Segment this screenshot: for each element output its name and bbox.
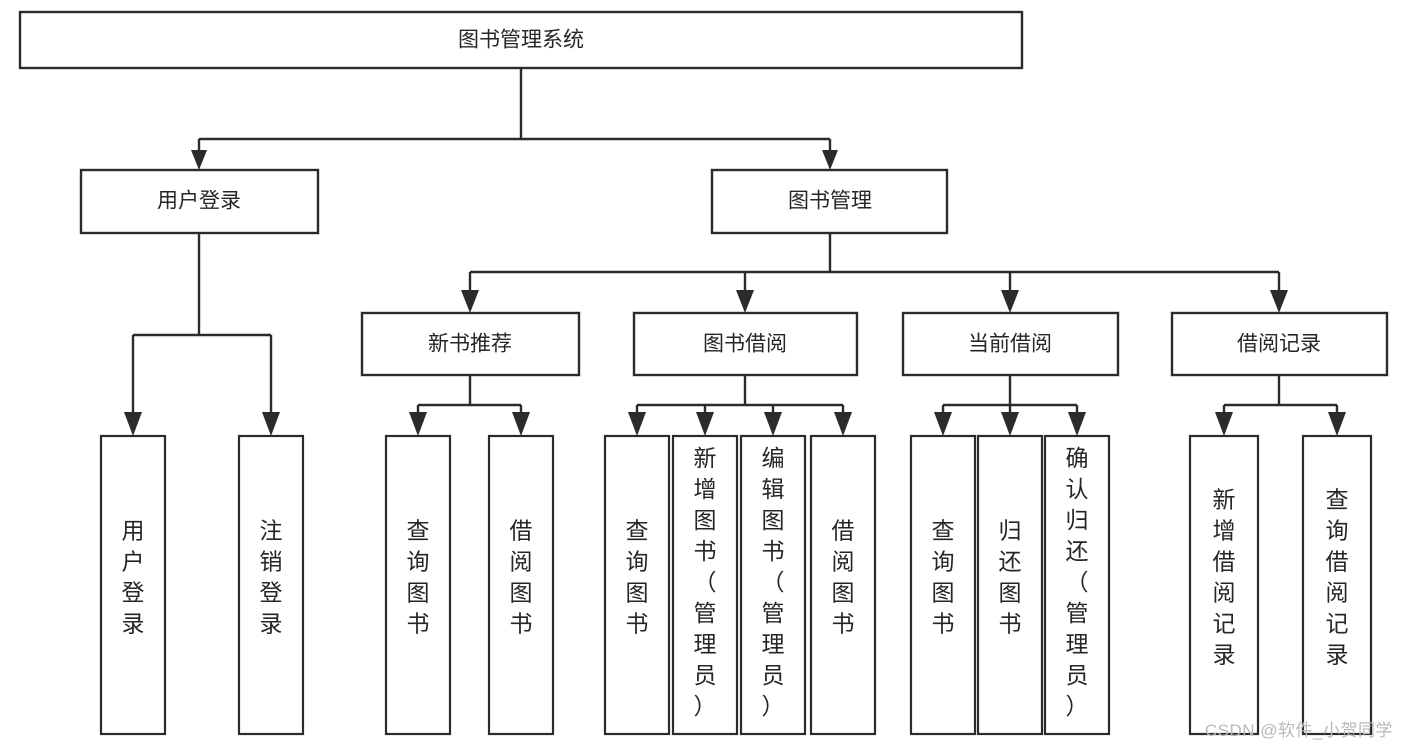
node-new-book-recommend-box[interactable]: [360, 311, 581, 377]
node-leaf-add-book-label: 新增图书（管理员）: [694, 445, 717, 719]
arrow-leaf-borrow-book-2-icon: [834, 412, 852, 436]
node-leaf-borrow-book-1-box[interactable]: [487, 434, 555, 736]
arrow-leaf-confirm-return-icon: [1068, 412, 1086, 436]
node-user-login-box[interactable]: [79, 168, 320, 235]
node-leaf-query-book-2-label: 查询图书: [626, 518, 649, 637]
node-leaf-return-book-box[interactable]: [976, 434, 1044, 736]
csdn-watermark: CSDN @软件_小贺同学: [1204, 721, 1393, 740]
node-book-borrow-box[interactable]: [632, 311, 859, 377]
node-leaf-add-record[interactable]: 新增借阅记录: [1188, 434, 1260, 736]
node-leaf-confirm-return-label: 确认归还（管理员）: [1066, 445, 1089, 719]
node-leaf-query-book-1[interactable]: 查询图书: [384, 434, 452, 736]
node-leaf-return-book-label: 归还图书: [999, 518, 1022, 637]
node-leaf-query-book-3-label: 查询图书: [932, 518, 955, 637]
arrow-book-borrow-icon: [736, 290, 754, 313]
node-leaf-query-record[interactable]: 查询借阅记录: [1301, 434, 1373, 736]
arrow-current-borrow-icon: [1001, 290, 1019, 313]
node-user-login[interactable]: 用户登录: [79, 168, 320, 235]
node-leaf-user-login-label: 用户登录: [122, 518, 145, 637]
node-leaf-query-book-1-label: 查询图书: [407, 518, 430, 637]
node-root-box[interactable]: [18, 10, 1024, 70]
node-leaf-edit-book-label: 编辑图书（管理员）: [762, 445, 785, 719]
node-leaf-logout-label: 注销登录: [260, 518, 283, 637]
arrow-new-book-recommend-icon: [461, 290, 479, 313]
node-leaf-edit-book[interactable]: 编辑图书（管理员）: [739, 434, 807, 736]
node-current-borrow-label: 当前借阅: [968, 333, 1052, 356]
arrow-leaf-query-record-icon: [1328, 412, 1346, 436]
node-leaf-add-record-label: 新增借阅记录: [1213, 487, 1236, 668]
node-leaf-add-book-box[interactable]: [671, 434, 739, 736]
node-book-borrow-label: 图书借阅: [703, 333, 787, 356]
node-borrow-record-label: 借阅记录: [1237, 333, 1321, 356]
node-current-borrow[interactable]: 当前借阅: [901, 311, 1120, 377]
node-book-manage-box[interactable]: [710, 168, 949, 235]
arrow-leaf-query-book-3-icon: [934, 412, 952, 436]
node-leaf-edit-book-box[interactable]: [739, 434, 807, 736]
arrow-leaf-add-book-icon: [696, 412, 714, 436]
node-user-login-label: 用户登录: [157, 190, 241, 213]
node-leaf-user-login-box[interactable]: [99, 434, 167, 736]
node-leaf-borrow-book-1[interactable]: 借阅图书: [487, 434, 555, 736]
node-leaf-borrow-book-2[interactable]: 借阅图书: [809, 434, 877, 736]
node-leaf-add-book[interactable]: 新增图书（管理员）: [671, 434, 739, 736]
node-leaf-query-record-label: 查询借阅记录: [1326, 487, 1349, 668]
node-leaf-confirm-return-box[interactable]: [1043, 434, 1111, 736]
node-book-manage-label: 图书管理: [788, 190, 872, 213]
node-leaf-borrow-book-2-label: 借阅图书: [832, 518, 855, 637]
node-leaf-query-record-box[interactable]: [1301, 434, 1373, 736]
arrow-leaf-user-login-icon: [124, 412, 142, 436]
arrow-leaf-logout-icon: [262, 412, 280, 436]
node-leaf-query-book-3-box[interactable]: [909, 434, 977, 736]
arrow-leaf-edit-book-icon: [764, 412, 782, 436]
arrow-leaf-return-book-icon: [1001, 412, 1019, 436]
arrow-borrow-record-icon: [1270, 290, 1288, 313]
node-leaf-borrow-book-2-box[interactable]: [809, 434, 877, 736]
node-leaf-logout-box[interactable]: [237, 434, 305, 736]
node-borrow-record[interactable]: 借阅记录: [1170, 311, 1389, 377]
node-leaf-logout[interactable]: 注销登录: [237, 434, 305, 736]
node-root[interactable]: 图书管理系统: [18, 10, 1024, 70]
node-leaf-query-book-3[interactable]: 查询图书: [909, 434, 977, 736]
arrow-leaf-query-book-2-icon: [628, 412, 646, 436]
arrow-leaf-add-record-icon: [1215, 412, 1233, 436]
arrow-leaf-borrow-book-1-icon: [512, 412, 530, 436]
node-leaf-confirm-return[interactable]: 确认归还（管理员）: [1043, 434, 1111, 736]
node-leaf-user-login[interactable]: 用户登录: [99, 434, 167, 736]
node-leaf-borrow-book-1-label: 借阅图书: [510, 518, 533, 637]
node-leaf-query-book-1-box[interactable]: [384, 434, 452, 736]
node-leaf-query-book-2[interactable]: 查询图书: [603, 434, 671, 736]
node-leaf-query-book-2-box[interactable]: [603, 434, 671, 736]
node-book-borrow[interactable]: 图书借阅: [632, 311, 859, 377]
node-book-manage[interactable]: 图书管理: [710, 168, 949, 235]
node-borrow-record-box[interactable]: [1170, 311, 1389, 377]
node-current-borrow-box[interactable]: [901, 311, 1120, 377]
node-leaf-add-record-box[interactable]: [1188, 434, 1260, 736]
arrow-to-user-login-icon: [191, 150, 207, 170]
edge-group: [124, 68, 1346, 436]
node-new-book-recommend-label: 新书推荐: [428, 333, 512, 356]
node-root-label: 图书管理系统: [458, 29, 584, 52]
arrow-leaf-query-book-1-icon: [409, 412, 427, 436]
node-leaf-return-book[interactable]: 归还图书: [976, 434, 1044, 736]
arrow-to-book-manage-icon: [822, 150, 838, 170]
node-new-book-recommend[interactable]: 新书推荐: [360, 311, 581, 377]
